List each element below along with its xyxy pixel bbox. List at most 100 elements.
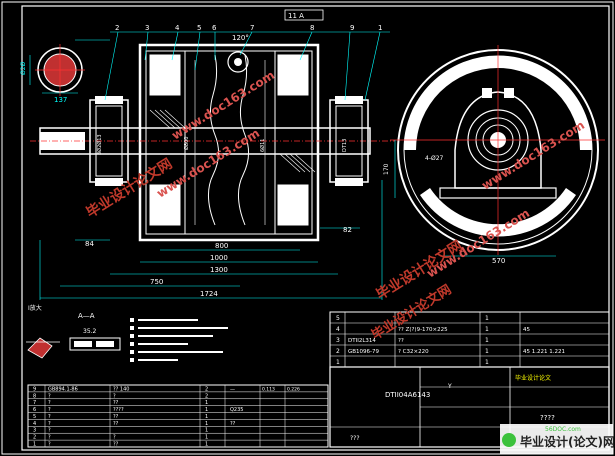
bom-cell: ?? 140 [113, 386, 129, 392]
inner-frame [21, 5, 610, 451]
hole-tol: 4-Ø27 [425, 155, 444, 162]
dimension-lines [39, 180, 383, 300]
drawing-number: DTII04A6143 [385, 391, 430, 399]
watermark-url: www.doc163.com [424, 206, 532, 281]
bom-cell: 4 [33, 421, 36, 427]
bom-cell: 1 [205, 421, 208, 427]
dim-137: 137 [54, 96, 67, 104]
keyway-dim: 35.2 [83, 328, 97, 335]
bom-cell: ? [48, 421, 51, 427]
brand-logo-icon [502, 433, 516, 447]
bom-cell: 1 [205, 407, 208, 413]
scale-label: ??? [350, 435, 360, 442]
corner-brand: 56DOC.com 毕业设计(论文)网 [500, 424, 615, 454]
part-no: 8 [310, 24, 314, 32]
bom-cell: 8 [33, 393, 36, 399]
school-name: 毕业设计论文 [515, 374, 551, 382]
angle-label: 120° [232, 34, 249, 42]
shaft-dia-label: Ø2Ø [20, 61, 27, 75]
part-no: 7 [250, 24, 254, 32]
bom-cell: 1 [485, 348, 489, 355]
bom-cell: 7 [33, 400, 36, 406]
bom-cell: ?? [230, 421, 236, 427]
bom-cell: 45 [523, 327, 530, 333]
part-numbers: 2 3 4 5 6 7 8 9 1 [115, 24, 382, 32]
bom-cell: ?? [113, 421, 119, 427]
bom-cell: ? [113, 393, 116, 399]
bom-cell: 0.226 [287, 386, 300, 392]
bom-cell: 5 [336, 315, 340, 322]
bom-cell: ? [113, 435, 116, 441]
bom-cell: 5 [33, 414, 36, 420]
bom-cell: ?? [113, 414, 119, 420]
part-no: 5 [197, 24, 201, 32]
bom-cell: ? [48, 393, 51, 399]
bom-cell: ?? [398, 338, 404, 344]
pulley-elevation: 3Ø2Ø13 Ø800 6Ø11 DT13 [30, 43, 395, 242]
bearing-label-b: Ø800 [183, 137, 190, 150]
bom-cell: 45 1.221 1.221 [523, 349, 565, 355]
bom-cell: 3 [336, 337, 340, 344]
corner-site: 56DOC.com [545, 426, 581, 433]
dim-82: 82 [343, 226, 352, 234]
dim-1000: 1000 [210, 254, 228, 262]
dim-84: 84 [85, 240, 94, 248]
bom-cell: ? [48, 400, 51, 406]
bom-cell: 3 [33, 428, 36, 434]
dim-570: 570 [492, 257, 505, 265]
part-no: 1 [378, 24, 382, 32]
title-block: DTII04A6143 Y 毕业设计论文 ???? ??? [329, 366, 610, 448]
bom-cell: 2 [205, 386, 208, 392]
dim-800: 800 [215, 242, 228, 250]
bom-cell: 6 [33, 407, 36, 413]
bom-cell: 1 [205, 435, 208, 441]
bom-cell: ?? [113, 442, 119, 448]
bom-cell: 2 [205, 393, 208, 399]
bom-cell: 1 [485, 337, 489, 344]
dimension-text: 800 1000 1300 750 1724 84 82 [85, 226, 352, 298]
bom-cell: 1 [485, 315, 489, 322]
leader-lines [104, 31, 390, 101]
dim-1300: 1300 [210, 266, 228, 274]
bom-cell: 1 [205, 414, 208, 420]
section-aa-detail: I放大 A—A 35.2 [26, 304, 228, 362]
bom-cell: 2 [33, 435, 36, 441]
bom-cell: ? [48, 442, 51, 448]
bom-cell: 9 [33, 386, 36, 392]
bom-cell: 1 [33, 442, 36, 448]
bom-cell: ? [48, 435, 51, 441]
dim-1724: 1724 [200, 290, 218, 298]
bom-cell: ?? Z(?)9-170×225 [398, 327, 448, 333]
bom-cell: 1 [205, 442, 208, 448]
bom-cell: 1 [205, 400, 208, 406]
dim-750: 750 [150, 278, 163, 286]
tolerance-frame [284, 9, 324, 21]
bom-cell: DTII2L314 [348, 338, 376, 344]
part-no: 4 [175, 24, 180, 32]
section-label: A—A [78, 312, 95, 320]
corner-brand-text: 毕业设计(论文)网 [520, 434, 615, 449]
bom-cell: ???? [113, 407, 124, 413]
part-no: 6 [212, 24, 217, 32]
shaft-section-detail: Ø2Ø 137 [20, 39, 110, 104]
bom-cell: ? [48, 428, 51, 434]
drawing-fraction: Y [447, 383, 452, 390]
bom-cell: Q235 [230, 407, 243, 413]
tolerance-label: 11 A [288, 12, 304, 20]
bom-cell: ? [48, 407, 51, 413]
part-no: 3 [145, 24, 149, 32]
bearing-label-a: 3Ø2Ø13 [96, 134, 103, 155]
part-no: 9 [350, 24, 354, 32]
pulley-end-view [390, 45, 605, 257]
bom-cell: 1 [205, 428, 208, 434]
bom-cell: GB1096-79 [348, 349, 380, 355]
bearing-label-d: DT13 [342, 139, 348, 152]
bom-cell: ? [48, 414, 51, 420]
bom-cell: 4 [336, 326, 340, 333]
bom-cell: — [230, 386, 235, 392]
bom-upper-table: 5 1 4 ?? Z(?)9-170×225 1 45 3 DTII2L314?? 1 2 GB10… [329, 311, 610, 368]
bom-cell: 2 [336, 348, 340, 355]
